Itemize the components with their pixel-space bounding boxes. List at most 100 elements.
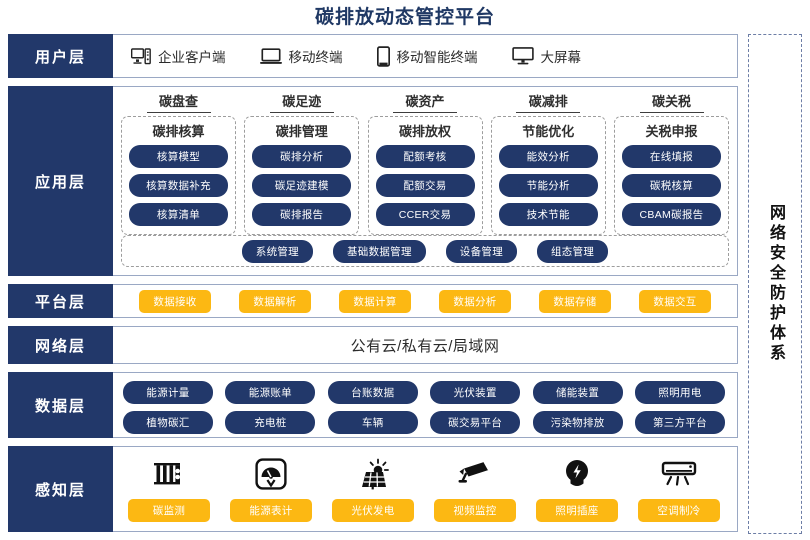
layer-network-label: 网络层 bbox=[8, 326, 113, 364]
data-chip[interactable]: 台账数据 bbox=[327, 381, 418, 404]
app-chip[interactable]: 节能分析 bbox=[498, 174, 598, 197]
app-chip[interactable]: CCER交易 bbox=[375, 203, 475, 226]
app-management-chip[interactable]: 组态管理 bbox=[537, 239, 609, 263]
layer-application: 应用层 碳盘查 碳排核算 核算模型 核算数据补充 核算清单 碳足迹 碳排管理 bbox=[8, 86, 738, 276]
app-chip[interactable]: CBAM碳报告 bbox=[622, 203, 721, 226]
solar-panel-icon bbox=[356, 455, 390, 493]
data-chip[interactable]: 植物碳汇 bbox=[123, 411, 213, 434]
layer-network: 网络层 公有云/私有云/局域网 bbox=[8, 326, 738, 364]
page-title: 碳排放动态管控平台 bbox=[314, 7, 495, 28]
data-chip[interactable]: 能源计量 bbox=[123, 381, 213, 404]
sense-item-energy-meter[interactable]: 能源表计 bbox=[225, 455, 317, 522]
data-chip[interactable]: 污染物排放 bbox=[532, 411, 623, 434]
cctv-camera-icon bbox=[457, 455, 493, 493]
app-chip[interactable]: 碳足迹建模 bbox=[252, 174, 352, 197]
app-group-title: 碳排管理 bbox=[275, 124, 328, 139]
app-column-title: 碳资产 bbox=[393, 91, 457, 113]
platform-chip[interactable]: 数据交互 bbox=[639, 289, 711, 313]
app-management-chip[interactable]: 基础数据管理 bbox=[332, 239, 426, 263]
layer-platform: 平台层 数据接收 数据解析 数据计算 数据分析 数据存储 数据交互 bbox=[8, 284, 738, 318]
app-column-carbon-reduction: 碳减排 节能优化 能效分析 节能分析 技术节能 bbox=[490, 91, 606, 235]
user-item-smart-mobile-terminal[interactable]: 移动智能终端 bbox=[376, 45, 478, 67]
app-column-carbon-tariff: 碳关税 关税申报 在线填报 碳税核算 CBAM碳报告 bbox=[614, 91, 729, 235]
platform-chip[interactable]: 数据存储 bbox=[539, 289, 611, 313]
layer-user: 用户层 企业客户端 bbox=[8, 34, 738, 78]
layer-platform-body: 数据接收 数据解析 数据计算 数据分析 数据存储 数据交互 bbox=[113, 285, 737, 317]
user-item-label: 移动终端 bbox=[288, 50, 343, 65]
network-text: 公有云/私有云/局域网 bbox=[350, 337, 500, 355]
sense-item-air-conditioning[interactable]: 空调制冷 bbox=[633, 455, 725, 522]
application-management-group: 系统管理 基础数据管理 设备管理 组态管理 bbox=[121, 235, 729, 267]
sense-item-solar-power[interactable]: 光伏发电 bbox=[327, 455, 419, 522]
app-management-chip[interactable]: 设备管理 bbox=[445, 239, 517, 263]
user-item-mobile-terminal[interactable]: 移动终端 bbox=[259, 46, 343, 66]
user-item-label: 企业客户端 bbox=[158, 50, 226, 65]
user-item-label: 大屏幕 bbox=[540, 50, 582, 65]
sense-item-video-surveillance[interactable]: 视频监控 bbox=[429, 455, 521, 522]
user-item-large-screen[interactable]: 大屏幕 bbox=[511, 46, 582, 66]
app-chip[interactable]: 碳税核算 bbox=[622, 174, 721, 197]
app-chip[interactable]: 碳排报告 bbox=[252, 203, 352, 226]
data-chip[interactable]: 车辆 bbox=[327, 411, 418, 434]
layer-user-label: 用户层 bbox=[8, 34, 113, 78]
app-chip[interactable]: 碳排分析 bbox=[252, 145, 352, 168]
layer-data: 数据层 能源计量 能源账单 台账数据 光伏装置 储能装置 照明用电 植物碳汇 充… bbox=[8, 372, 738, 438]
app-chip[interactable]: 配额考核 bbox=[375, 145, 475, 168]
sense-item-label[interactable]: 照明插座 bbox=[536, 499, 618, 522]
layer-platform-label: 平台层 bbox=[8, 284, 113, 318]
layer-network-body: 公有云/私有云/局域网 bbox=[113, 327, 737, 363]
platform-chip[interactable]: 数据解析 bbox=[239, 289, 311, 313]
app-column-title: 碳盘查 bbox=[146, 91, 211, 113]
data-chip[interactable]: 充电桩 bbox=[225, 411, 316, 434]
user-item-enterprise-client[interactable]: 企业客户端 bbox=[131, 46, 226, 66]
sense-item-label[interactable]: 空调制冷 bbox=[638, 499, 720, 522]
layer-application-body: 碳盘查 碳排核算 核算模型 核算数据补充 核算清单 碳足迹 碳排管理 碳排分析 … bbox=[113, 87, 737, 275]
sense-item-carbon-monitor[interactable]: 碳监测 bbox=[123, 455, 215, 522]
app-column-title: 碳减排 bbox=[516, 91, 581, 113]
app-group: 碳排核算 核算模型 核算数据补充 核算清单 bbox=[121, 116, 236, 235]
sense-item-lighting-socket[interactable]: 照明插座 bbox=[531, 455, 623, 522]
app-column-title: 碳足迹 bbox=[269, 91, 334, 113]
data-chip[interactable]: 能源账单 bbox=[225, 381, 316, 404]
layer-sensing: 感知层 bbox=[8, 446, 738, 532]
carbon-monitor-icon bbox=[152, 455, 186, 493]
data-row: 能源计量 能源账单 台账数据 光伏装置 储能装置 照明用电 bbox=[123, 381, 725, 404]
app-chip[interactable]: 技术节能 bbox=[498, 203, 598, 226]
network-security-column: 网络安全防护体系 bbox=[748, 34, 802, 534]
app-column-carbon-asset: 碳资产 碳排放权 配额考核 配额交易 CCER交易 bbox=[367, 91, 483, 235]
sense-item-label[interactable]: 光伏发电 bbox=[332, 499, 414, 522]
monitor-icon bbox=[511, 47, 534, 65]
sense-item-label[interactable]: 能源表计 bbox=[230, 499, 312, 522]
sense-item-label[interactable]: 碳监测 bbox=[128, 499, 210, 522]
platform-chip[interactable]: 数据接收 bbox=[139, 289, 211, 313]
data-chip[interactable]: 照明用电 bbox=[634, 381, 725, 404]
laptop-icon bbox=[259, 47, 282, 65]
app-group: 节能优化 能效分析 节能分析 技术节能 bbox=[490, 116, 606, 235]
app-chip[interactable]: 在线填报 bbox=[622, 145, 721, 168]
platform-chip[interactable]: 数据分析 bbox=[439, 289, 511, 313]
app-group-title: 碳排放权 bbox=[398, 124, 451, 139]
data-chip[interactable]: 第三方平台 bbox=[634, 411, 725, 434]
data-chip[interactable]: 碳交易平台 bbox=[430, 411, 521, 434]
sensing-grid: 碳监测 能源表计 bbox=[123, 455, 725, 522]
app-chip[interactable]: 核算数据补充 bbox=[129, 174, 228, 197]
app-group: 碳排管理 碳排分析 碳足迹建模 碳排报告 bbox=[244, 116, 360, 235]
app-chip[interactable]: 核算模型 bbox=[129, 145, 228, 168]
app-chip[interactable]: 配额交易 bbox=[375, 174, 475, 197]
app-group-title: 关税申报 bbox=[645, 124, 698, 139]
sense-item-label[interactable]: 视频监控 bbox=[434, 499, 516, 522]
layer-user-body: 企业客户端 移动终端 移动智能终端 bbox=[113, 35, 737, 77]
air-conditioner-icon bbox=[661, 455, 697, 493]
app-group: 碳排放权 配额考核 配额交易 CCER交易 bbox=[367, 116, 483, 235]
energy-meter-icon bbox=[255, 455, 287, 493]
app-management-chip[interactable]: 系统管理 bbox=[241, 239, 313, 263]
app-chip[interactable]: 能效分析 bbox=[498, 145, 598, 168]
layer-data-label: 数据层 bbox=[8, 372, 113, 438]
app-chip[interactable]: 核算清单 bbox=[129, 203, 228, 226]
app-group-title: 节能优化 bbox=[522, 124, 575, 139]
smartphone-icon bbox=[376, 45, 390, 67]
network-security-label: 网络安全防护体系 bbox=[767, 204, 784, 364]
data-chip[interactable]: 光伏装置 bbox=[430, 381, 521, 404]
platform-chip[interactable]: 数据计算 bbox=[339, 289, 411, 313]
data-chip[interactable]: 储能装置 bbox=[532, 381, 623, 404]
